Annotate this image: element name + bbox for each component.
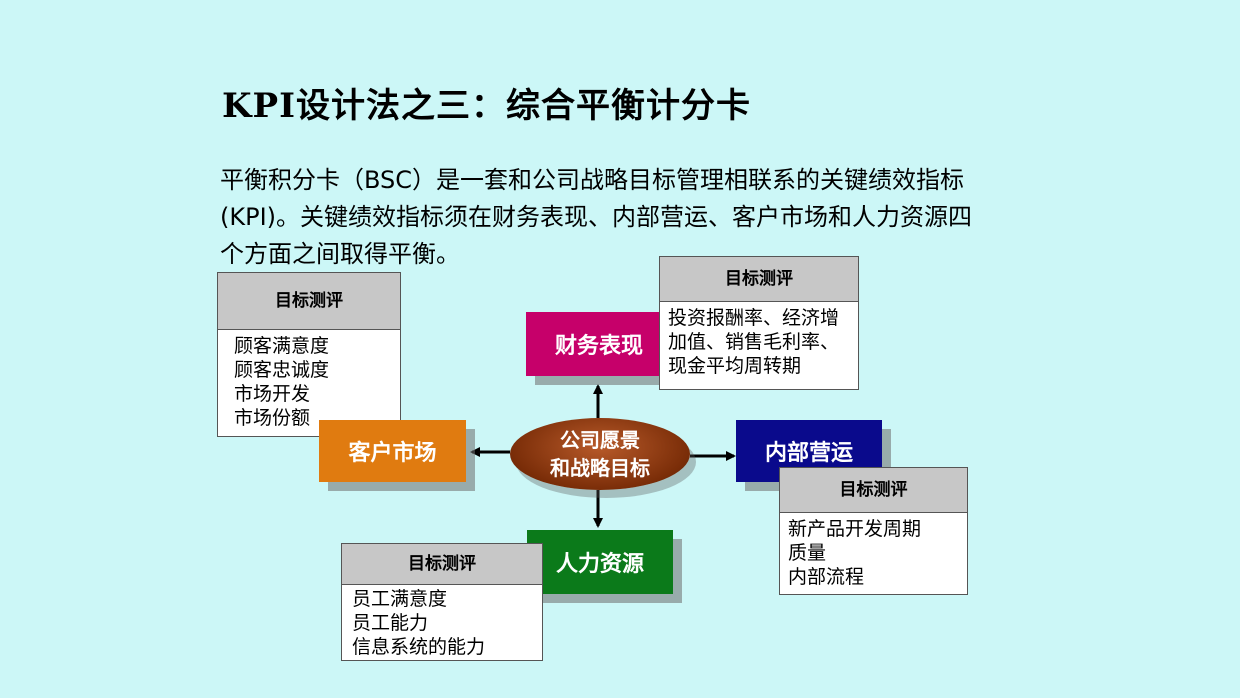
list-item: 市场份额 bbox=[234, 407, 311, 429]
list-item: 市场开发 bbox=[234, 383, 311, 405]
list-item: 顾客满意度 bbox=[234, 335, 330, 357]
list-item: 新产品开发周期 bbox=[788, 518, 922, 540]
box-header: 目标测评 bbox=[780, 468, 967, 513]
box-items: 投资报酬率、经济增 加值、销售毛利率、 现金平均周转期 bbox=[660, 302, 858, 378]
page-title: KPI设计法之三：综合平衡计分卡 bbox=[222, 86, 752, 126]
list-item: 员工满意度 bbox=[352, 588, 448, 610]
box-header: 目标测评 bbox=[218, 273, 400, 330]
list-item: 内部流程 bbox=[788, 566, 865, 588]
intro-line: 个方面之间取得平衡。 bbox=[220, 240, 460, 268]
hr-perspective: 人力资源 bbox=[527, 530, 673, 594]
vision-strategy-ellipse: 公司愿景 和战略目标 bbox=[510, 418, 690, 490]
internal-measures-box: 目标测评 新产品开发周期 质量 内部流程 bbox=[779, 467, 968, 595]
center-line: 和战略目标 bbox=[550, 456, 650, 480]
box-items: 新产品开发周期 质量 内部流程 bbox=[780, 513, 967, 589]
customer-perspective: 客户市场 bbox=[319, 420, 466, 482]
list-item: 现金平均周转期 bbox=[668, 355, 802, 377]
list-item: 投资报酬率、经济增 bbox=[668, 307, 840, 329]
box-header: 目标测评 bbox=[342, 544, 542, 585]
list-item: 质量 bbox=[788, 542, 827, 564]
customer-measures-box: 目标测评 顾客满意度 顾客忠诚度 市场开发 市场份额 bbox=[217, 272, 401, 437]
box-header: 目标测评 bbox=[660, 257, 858, 302]
intro-line: (KPI)。关键绩效指标须在财务表现、内部营运、客户市场和人力资源四 bbox=[220, 203, 973, 231]
box-items: 员工满意度 员工能力 信息系统的能力 bbox=[342, 585, 542, 659]
list-item: 加值、销售毛利率、 bbox=[668, 331, 840, 353]
list-item: 信息系统的能力 bbox=[352, 636, 486, 658]
box-items: 顾客满意度 顾客忠诚度 市场开发 市场份额 bbox=[218, 330, 400, 430]
intro-text: 平衡积分卡（BSC）是一套和公司战略目标管理相联系的关键绩效指标 (KPI)。关… bbox=[220, 162, 1050, 273]
hr-measures-box: 目标测评 员工满意度 员工能力 信息系统的能力 bbox=[341, 543, 543, 661]
list-item: 员工能力 bbox=[352, 612, 429, 634]
center-line: 公司愿景 bbox=[560, 428, 640, 452]
finance-measures-box: 目标测评 投资报酬率、经济增 加值、销售毛利率、 现金平均周转期 bbox=[659, 256, 859, 390]
list-item: 顾客忠诚度 bbox=[234, 359, 330, 381]
finance-perspective: 财务表现 bbox=[526, 312, 672, 376]
intro-line: 平衡积分卡（BSC）是一套和公司战略目标管理相联系的关键绩效指标 bbox=[220, 166, 965, 194]
